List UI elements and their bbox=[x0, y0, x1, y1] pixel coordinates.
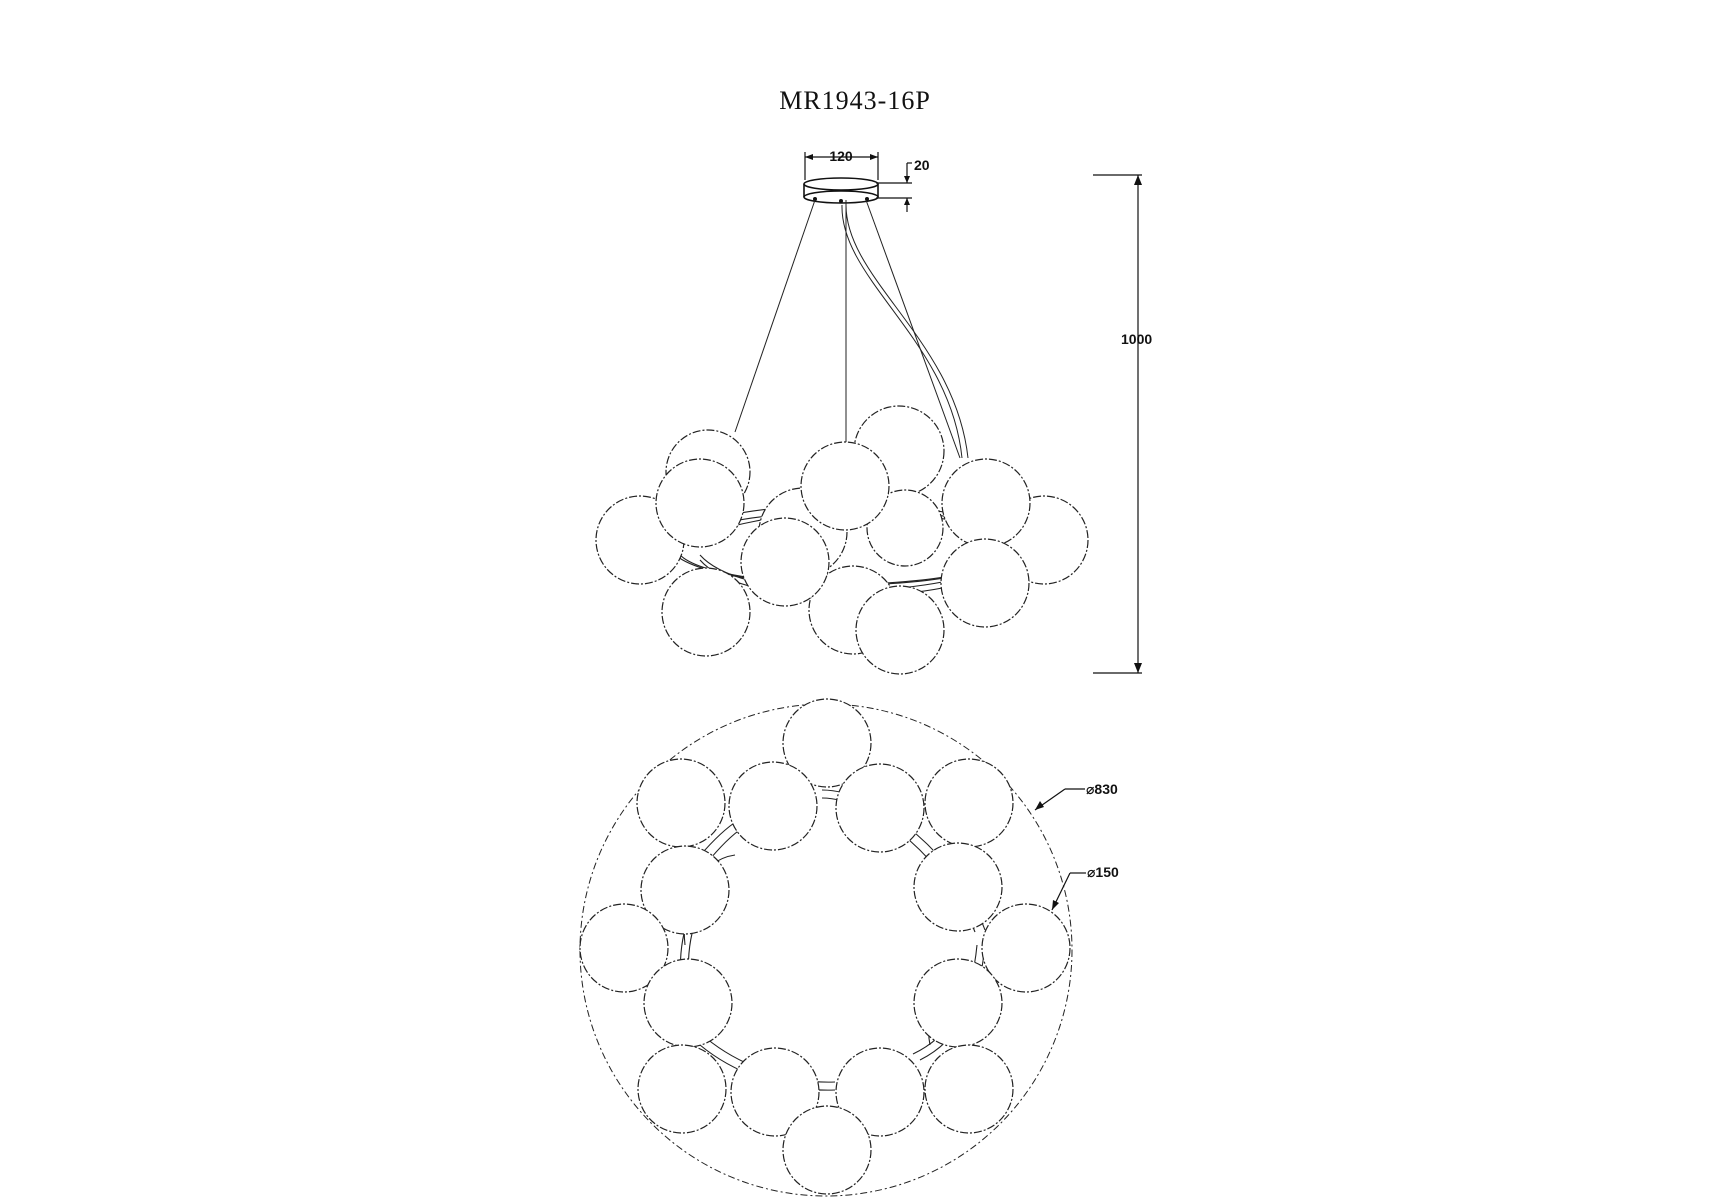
canopy-height-dimension: 20 bbox=[876, 157, 930, 212]
globe bbox=[640, 845, 730, 935]
globe bbox=[782, 1105, 872, 1195]
globe bbox=[661, 567, 751, 657]
globe-diameter-leader: ⌀150 bbox=[1051, 864, 1119, 911]
globe bbox=[835, 1047, 925, 1137]
globe bbox=[924, 1044, 1014, 1134]
suspension-cables bbox=[734, 199, 969, 459]
globe bbox=[800, 441, 890, 531]
globe bbox=[924, 758, 1014, 848]
side-elevation: 120 20 bbox=[595, 148, 1152, 675]
canopy-width-label: 120 bbox=[829, 148, 853, 164]
globe bbox=[866, 489, 944, 567]
height-dimension: 1000 bbox=[1093, 174, 1152, 674]
globe bbox=[730, 1047, 820, 1137]
globe bbox=[637, 1044, 727, 1134]
globe bbox=[913, 958, 1003, 1048]
globe bbox=[740, 517, 830, 607]
height-label: 1000 bbox=[1121, 331, 1152, 347]
canopy-width-dimension: 120 bbox=[804, 148, 879, 180]
globe bbox=[981, 903, 1071, 993]
globe bbox=[655, 458, 745, 548]
globe bbox=[941, 458, 1031, 548]
globe bbox=[782, 698, 872, 788]
canopy-height-label: 20 bbox=[914, 157, 930, 173]
globe bbox=[728, 761, 818, 851]
globe bbox=[643, 958, 733, 1048]
globe bbox=[855, 585, 945, 675]
outer-diameter-label: ⌀830 bbox=[1086, 781, 1118, 797]
front-globes bbox=[655, 441, 1031, 675]
globe-diameter-label: ⌀150 bbox=[1087, 864, 1119, 880]
globe bbox=[579, 903, 669, 993]
globe bbox=[835, 763, 925, 853]
model-title: MR1943-16P bbox=[779, 86, 931, 115]
plan-view: ⌀830 ⌀150 bbox=[579, 698, 1119, 1197]
globe bbox=[636, 758, 726, 848]
outer-diameter-leader: ⌀830 bbox=[1034, 781, 1118, 811]
globe bbox=[940, 538, 1030, 628]
plan-globes bbox=[579, 698, 1071, 1195]
globe bbox=[913, 842, 1003, 932]
canopy bbox=[803, 177, 879, 204]
